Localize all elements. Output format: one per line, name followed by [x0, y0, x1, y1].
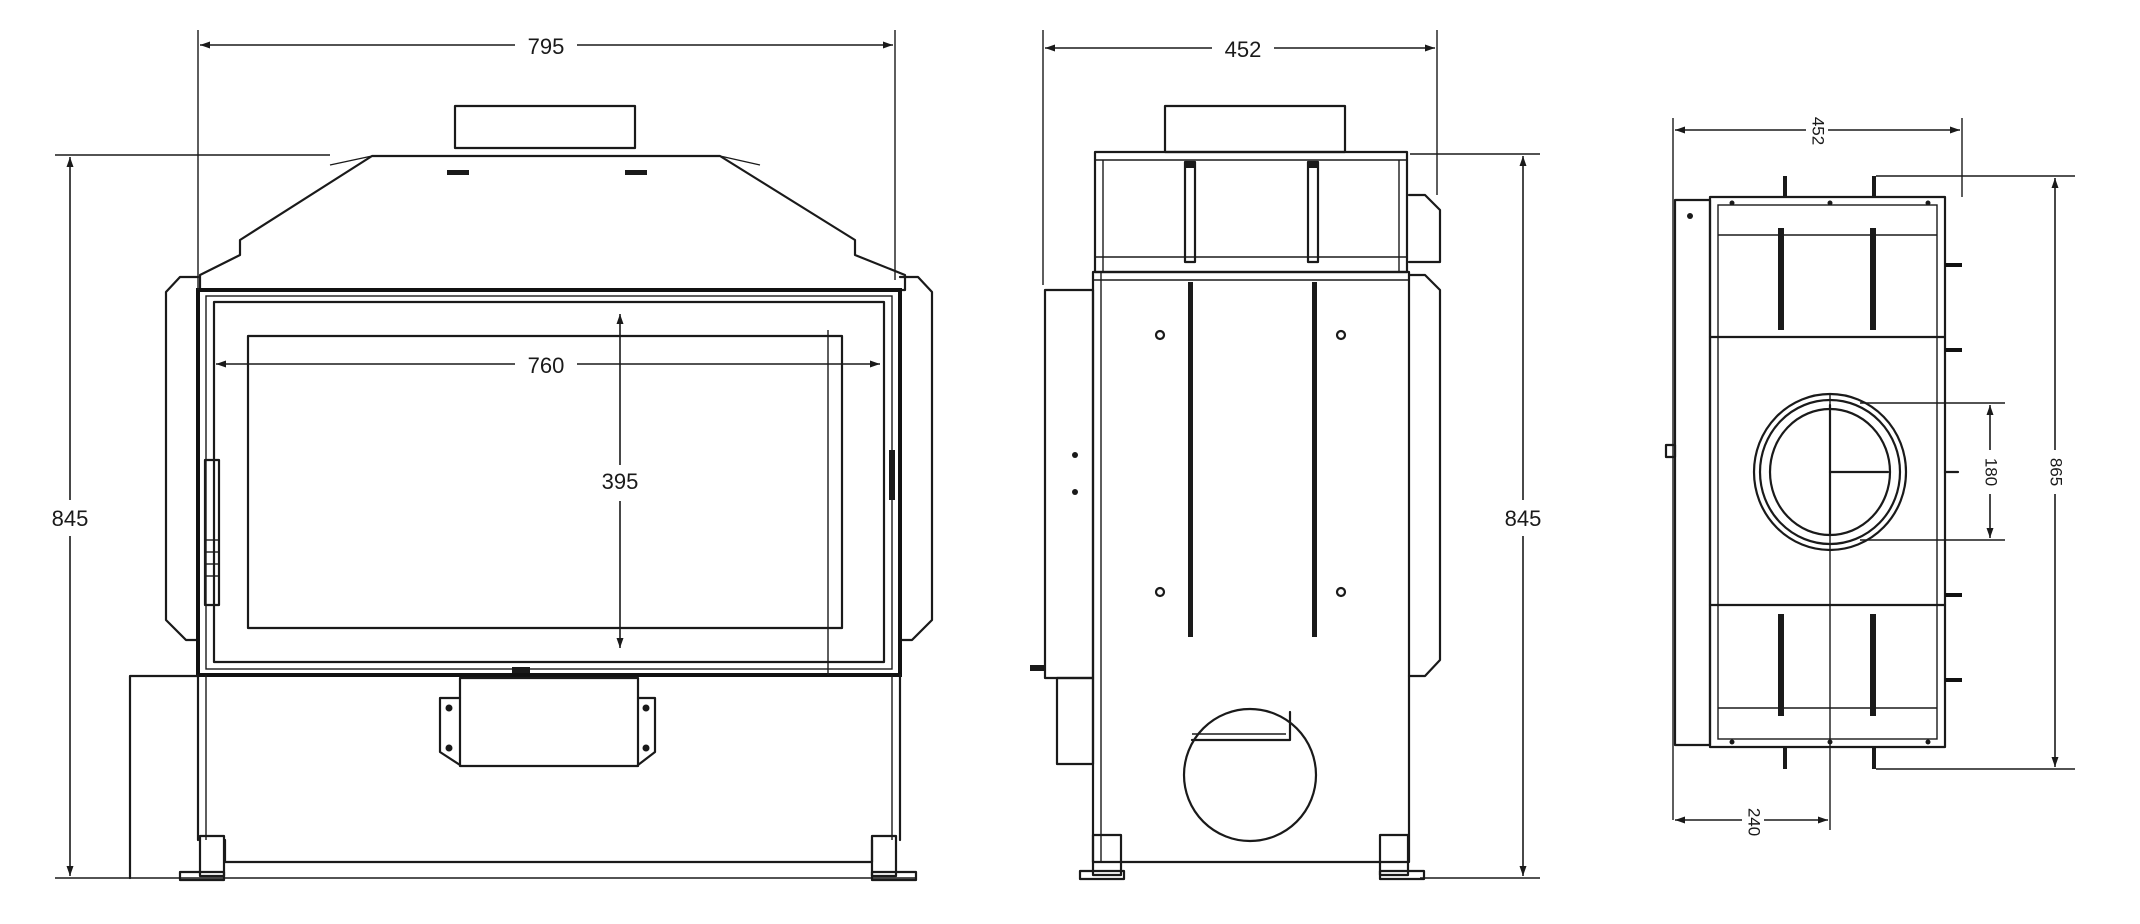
front-width-label: 795 [528, 34, 565, 59]
flue-offset-label: 240 [1745, 808, 1764, 836]
front-view: 795 845 760 395 [48, 30, 934, 882]
side-depth-label: 452 [1225, 37, 1262, 62]
side-view: 452 845 [1030, 30, 1545, 881]
top-depth-label: 452 [1809, 117, 1828, 145]
flue-diameter-label: 180 [1982, 458, 2001, 486]
top-view: 452 865 180 240 [1664, 112, 2075, 844]
front-height-label: 845 [52, 506, 89, 531]
side-height-label: 845 [1505, 506, 1542, 531]
glass-width-label: 760 [528, 353, 565, 378]
glass-height-label: 395 [602, 469, 639, 494]
top-width-label: 865 [2047, 458, 2066, 486]
